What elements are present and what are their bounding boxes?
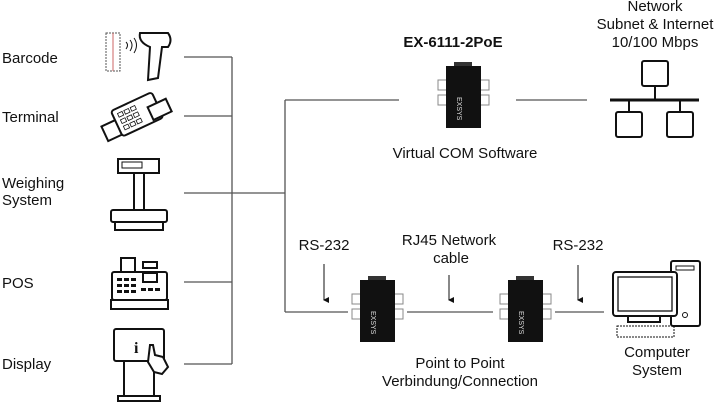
svg-text:i: i (134, 340, 139, 357)
serial-device-server-icon (437, 61, 490, 129)
serial-device-server-left-icon (351, 275, 404, 343)
point-to-point-caption-1: Point to Point (415, 355, 505, 372)
rj45-cable-label-2: cable (433, 250, 469, 267)
network-topology-icon (610, 60, 699, 138)
computer-icon (612, 260, 701, 338)
label-weighing-2: System (2, 192, 52, 209)
label-barcode: Barcode (2, 50, 58, 67)
barcode-scanner-icon (105, 32, 172, 82)
product-title: EX-6111-2PoE (403, 34, 502, 51)
rs232-left-label: RS-232 (299, 237, 350, 254)
virtual-com-label: Virtual COM Software (393, 145, 538, 162)
label-weighing-1: Weighing (2, 175, 64, 192)
rj45-cable-label-1: RJ45 Network (402, 232, 497, 249)
label-terminal: Terminal (2, 109, 59, 126)
connection-lines (184, 56, 604, 365)
rs232-right-label: RS-232 (553, 237, 604, 254)
network-label-3: 10/100 Mbps (612, 34, 699, 51)
serial-device-server-right-icon (499, 275, 552, 343)
label-pos: POS (2, 275, 34, 292)
point-to-point-caption-2: Verbindung/Connection (382, 373, 538, 390)
payment-terminal-icon (100, 92, 173, 143)
cash-register-icon (110, 257, 169, 310)
network-label-1: Network (627, 0, 683, 15)
label-display: Display (2, 356, 52, 373)
network-label-2: Subnet & Internet (597, 16, 715, 33)
computer-label-2: System (632, 362, 682, 379)
computer-label-1: Computer (624, 344, 690, 361)
weighing-scale-icon (110, 158, 168, 231)
touch-display-kiosk-icon: i (113, 328, 170, 402)
